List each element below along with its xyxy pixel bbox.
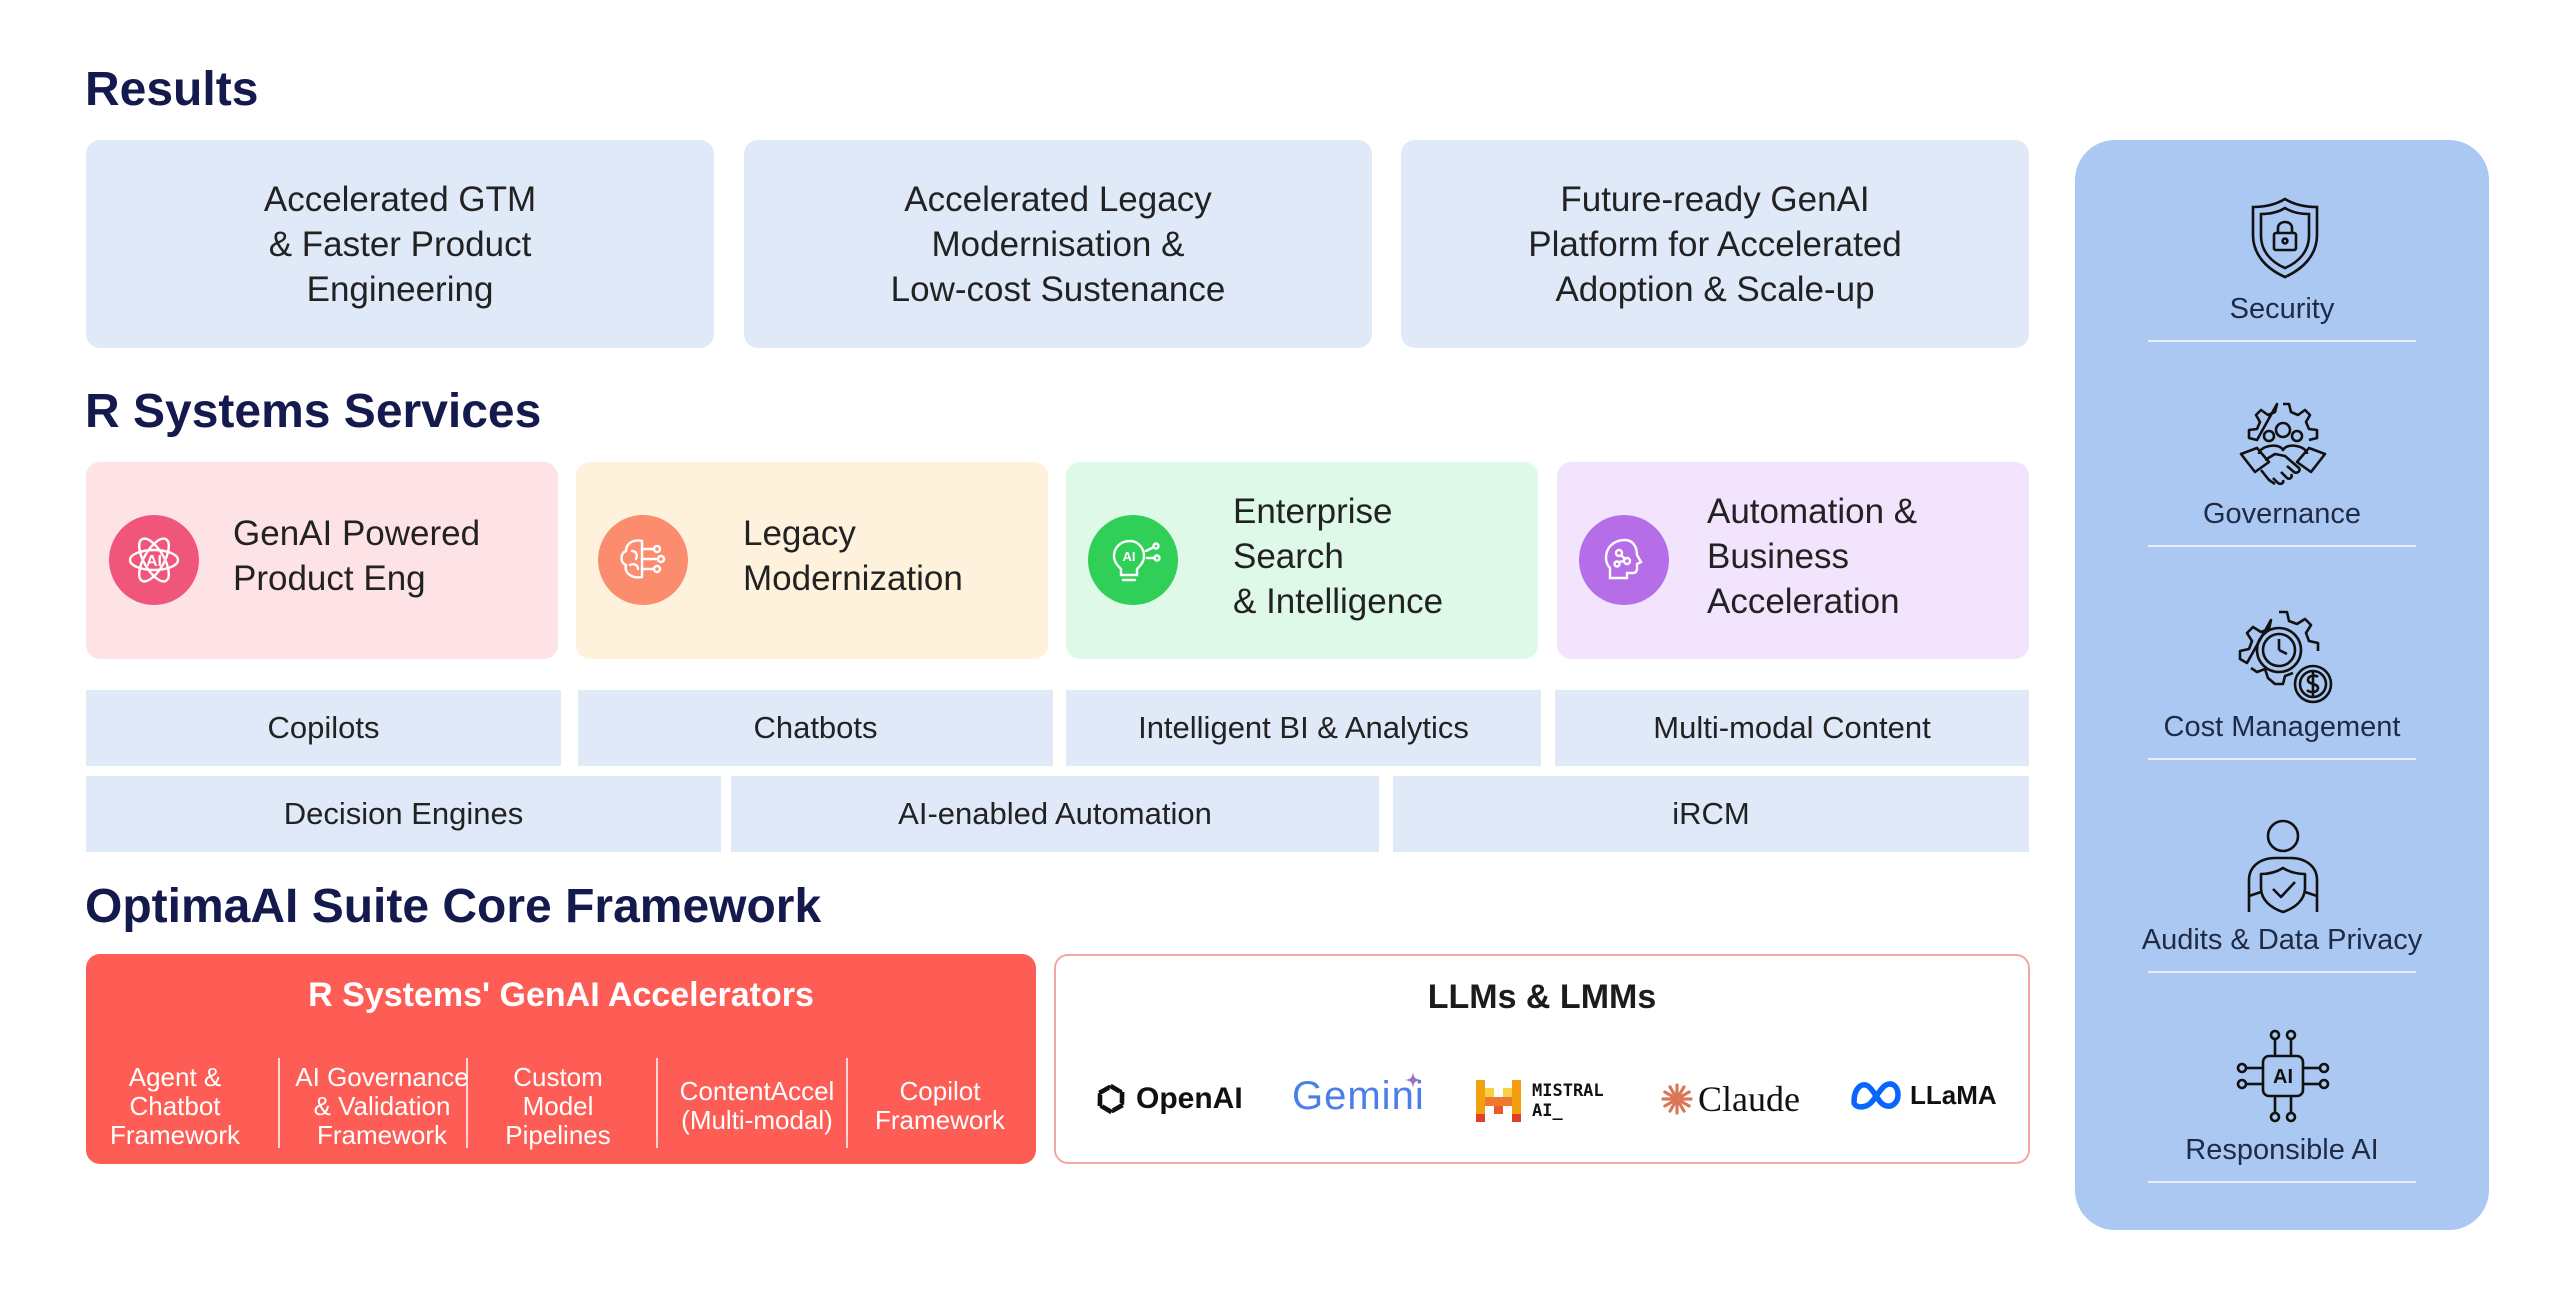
ai-atom-icon: AI bbox=[109, 515, 199, 605]
mistral-label-1: MISTRAL bbox=[1532, 1081, 1604, 1101]
svg-text:AI: AI bbox=[2273, 1066, 2293, 1088]
sidebar-label: Security bbox=[2229, 293, 2335, 325]
result-card-legacy: Accelerated Legacy Modernisation & Low-c… bbox=[744, 140, 1372, 348]
claude-logo: Claude bbox=[1660, 1078, 1800, 1120]
results-heading: Results bbox=[85, 63, 259, 116]
accelerator-item: Agent & Chatbot Framework bbox=[109, 1061, 240, 1150]
robot-head-icon bbox=[1579, 515, 1669, 605]
gear-handshake-icon bbox=[2239, 402, 2327, 486]
gear-clock-dollar-icon bbox=[2238, 610, 2333, 704]
llama-logo: LLaMA bbox=[1848, 1078, 1997, 1112]
tag-copilots: Copilots bbox=[86, 690, 561, 766]
divider bbox=[2148, 340, 2416, 342]
tag-ircm: iRCM bbox=[1393, 776, 2029, 852]
ai-chip-icon: AI bbox=[2236, 1029, 2330, 1123]
result-card-gtm: Accelerated GTM & Faster Product Enginee… bbox=[86, 140, 714, 348]
result-card-genai-platform: Future-ready GenAI Platform for Accelera… bbox=[1401, 140, 2029, 348]
service-card-genai: AI GenAI Powered Product Eng bbox=[86, 462, 558, 659]
service-card-automation: Automation & Business Acceleration bbox=[1557, 462, 2029, 659]
tag-chatbots: Chatbots bbox=[578, 690, 1053, 766]
claude-label: Claude bbox=[1698, 1079, 1800, 1119]
mistral-logo: MISTRAL AI_ bbox=[1476, 1080, 1604, 1122]
service-label: Automation & Business Acceleration bbox=[1707, 492, 1918, 621]
service-label: Legacy Modernization bbox=[743, 514, 963, 598]
gemini-logo: Gemini bbox=[1292, 1071, 1424, 1119]
accelerators-panel: R Systems' GenAI Accelerators Agent & Ch… bbox=[86, 954, 1036, 1164]
divider bbox=[2148, 758, 2416, 760]
tag-decision-engines: Decision Engines bbox=[86, 776, 721, 852]
svg-text:AI: AI bbox=[146, 553, 162, 570]
tag-multimodal-content: Multi-modal Content bbox=[1555, 690, 2029, 766]
divider bbox=[2148, 545, 2416, 547]
divider bbox=[2148, 971, 2416, 973]
ai-bulb-icon: AI bbox=[1088, 515, 1178, 605]
divider bbox=[2148, 1181, 2416, 1183]
divider bbox=[656, 1058, 658, 1148]
claude-burst-icon bbox=[1661, 1083, 1693, 1115]
mistral-icon bbox=[1476, 1080, 1521, 1122]
llama-label: LLaMA bbox=[1910, 1079, 1997, 1110]
accelerator-item: Copilot Framework bbox=[874, 1076, 1005, 1135]
accelerator-item: Custom Model Pipelines bbox=[505, 1061, 611, 1150]
accelerators-title: R Systems' GenAI Accelerators bbox=[308, 976, 814, 1014]
accelerator-item: AI Governance & Validation Framework bbox=[295, 1061, 469, 1150]
meta-infinity-icon bbox=[1851, 1081, 1901, 1110]
accelerator-item: ContentAccel (Multi-modal) bbox=[679, 1076, 835, 1135]
openai-label: OpenAI bbox=[1136, 1082, 1243, 1115]
service-label: GenAI Powered Product Eng bbox=[233, 514, 481, 598]
gemini-label: Gemini bbox=[1292, 1074, 1425, 1118]
sparkle-icon bbox=[1404, 1071, 1421, 1088]
llms-title: LLMs & LMMs bbox=[1427, 978, 1657, 1016]
tag-intelligent-bi: Intelligent BI & Analytics bbox=[1066, 690, 1541, 766]
llms-panel: LLMs & LMMs OpenAI Gemini bbox=[1054, 954, 2030, 1164]
sidebar-label: Cost Management bbox=[2163, 711, 2401, 743]
tag-ai-automation: AI-enabled Automation bbox=[731, 776, 1379, 852]
service-card-enterprise-search: AI Enterprise Search & Intelligence bbox=[1066, 462, 1538, 659]
openai-icon bbox=[1097, 1083, 1125, 1115]
framework-heading: OptimaAI Suite Core Framework bbox=[85, 880, 822, 933]
sidebar-label: Audits & Data Privacy bbox=[2141, 924, 2423, 956]
service-label: Enterprise Search & Intelligence bbox=[1233, 492, 1444, 621]
svg-text:AI: AI bbox=[1123, 549, 1136, 564]
sidebar-label: Responsible AI bbox=[2185, 1134, 2379, 1166]
openai-logo: OpenAI bbox=[1092, 1080, 1243, 1118]
shield-lock-icon bbox=[2251, 197, 2319, 279]
divider bbox=[466, 1058, 468, 1148]
person-shield-icon bbox=[2247, 819, 2319, 914]
governance-sidebar: Security Governance Cost Management bbox=[2075, 140, 2489, 1230]
mistral-label-2: AI_ bbox=[1532, 1101, 1563, 1121]
service-card-legacy: Legacy Modernization bbox=[576, 462, 1048, 659]
sidebar-label: Governance bbox=[2203, 498, 2361, 530]
divider bbox=[846, 1058, 848, 1148]
services-heading: R Systems Services bbox=[85, 385, 542, 438]
divider bbox=[278, 1058, 280, 1148]
brain-circuit-icon bbox=[598, 515, 688, 605]
